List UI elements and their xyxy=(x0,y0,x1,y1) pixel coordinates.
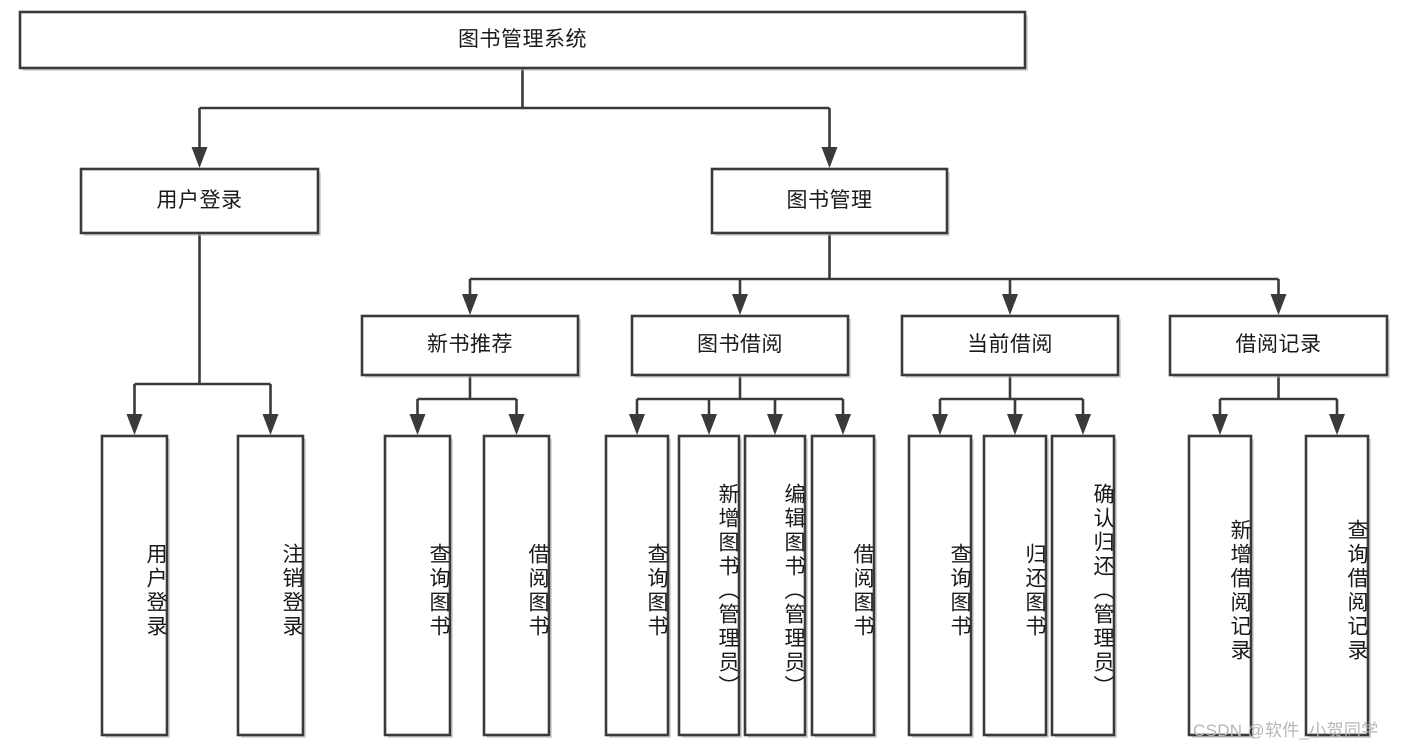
node-box-l-bb-add[interactable] xyxy=(677,434,741,737)
node-box-l-br-query[interactable] xyxy=(1304,434,1370,737)
arrow-head-n-user-login-1 xyxy=(262,414,279,435)
node-box-l-cb-confirm[interactable] xyxy=(1050,434,1116,737)
arrow-head-n-borrow-0 xyxy=(629,414,645,435)
arrow-head-n-current-2 xyxy=(1075,414,1091,435)
node-box-l-user-login[interactable] xyxy=(100,434,169,737)
node-box-n-user-login[interactable] xyxy=(79,167,320,235)
node-box-n-book-mgmt[interactable] xyxy=(710,167,949,235)
node-box-l-bb-query[interactable] xyxy=(604,434,670,737)
node-box-n-new-book[interactable] xyxy=(360,314,580,377)
node-box-l-bb-borrow[interactable] xyxy=(810,434,876,737)
arrow-head-n-book-mgmt-1 xyxy=(732,294,748,315)
arrow-head-n-new-book-0 xyxy=(409,414,426,435)
arrow-head-n-book-mgmt-2 xyxy=(1002,294,1018,315)
arrow-head-n-record-0 xyxy=(1212,414,1228,435)
node-box-root[interactable] xyxy=(18,10,1027,70)
arrow-head-n-borrow-1 xyxy=(701,414,717,435)
arrow-head-n-current-1 xyxy=(1007,414,1023,435)
arrow-head-n-book-mgmt-0 xyxy=(462,294,478,315)
node-box-l-cb-return[interactable] xyxy=(982,434,1048,737)
node-box-l-cb-query[interactable] xyxy=(907,434,973,737)
edges-layer xyxy=(126,68,1345,435)
node-box-n-current[interactable] xyxy=(900,314,1120,377)
arrow-head-root-1 xyxy=(821,147,838,168)
node-box-l-nb-query[interactable] xyxy=(383,434,452,737)
node-box-n-record[interactable] xyxy=(1168,314,1389,377)
node-box-l-br-add[interactable] xyxy=(1187,434,1253,737)
arrow-head-n-new-book-1 xyxy=(508,414,525,435)
arrow-head-n-borrow-2 xyxy=(767,414,783,435)
arrow-head-root-0 xyxy=(191,147,208,168)
node-box-l-user-logout[interactable] xyxy=(236,434,305,737)
arrow-head-n-record-1 xyxy=(1329,414,1345,435)
arrow-head-n-book-mgmt-3 xyxy=(1270,294,1287,315)
node-box-n-borrow[interactable] xyxy=(630,314,850,377)
arrow-head-n-current-0 xyxy=(932,414,948,435)
node-box-l-nb-borrow[interactable] xyxy=(482,434,551,737)
node-box-l-bb-edit[interactable] xyxy=(743,434,807,737)
arrow-head-n-borrow-3 xyxy=(835,414,851,435)
arrow-head-n-user-login-0 xyxy=(126,414,143,435)
boxes-layer xyxy=(18,10,1390,738)
